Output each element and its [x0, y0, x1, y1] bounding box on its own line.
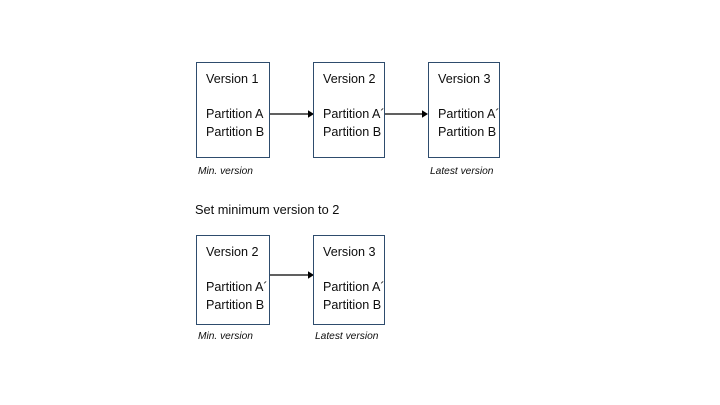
partition-line: Partition B: [206, 298, 265, 312]
version-box-v2-min: Version 2 Partition A´ Partition B: [196, 235, 270, 325]
arrow-v2-to-v3: [385, 107, 428, 121]
version-box-partitions: Partition A Partition B: [206, 105, 264, 141]
partition-line: Partition B: [206, 125, 265, 139]
caption-min-version: Min. version: [198, 331, 253, 342]
arrow-v2-to-v3-row2: [270, 268, 314, 282]
version-box-title: Version 3: [323, 245, 376, 259]
caption-latest-version: Latest version: [430, 166, 494, 177]
version-box-title: Version 3: [438, 72, 491, 86]
version-box-v1: Version 1 Partition A Partition B: [196, 62, 270, 158]
partition-line: Partition A´: [323, 107, 385, 121]
version-box-v3: Version 3 Partition A´ Partition B: [428, 62, 500, 158]
partition-line: Partition B: [323, 125, 382, 139]
partition-line: Partition A´: [323, 280, 385, 294]
partition-line: Partition A´: [206, 280, 268, 294]
version-box-v3-latest: Version 3 Partition A´ Partition B: [313, 235, 385, 325]
version-box-v2: Version 2 Partition A´ Partition B: [313, 62, 385, 158]
section-heading: Set minimum version to 2: [195, 202, 340, 217]
version-box-title: Version 1: [206, 72, 259, 86]
version-box-title: Version 2: [206, 245, 259, 259]
version-box-title: Version 2: [323, 72, 376, 86]
partition-line: Partition B: [438, 125, 497, 139]
caption-min-version: Min. version: [198, 166, 253, 177]
arrow-v1-to-v2: [270, 107, 314, 121]
version-box-partitions: Partition A´ Partition B: [323, 278, 385, 314]
partition-line: Partition A´: [438, 107, 500, 121]
partition-line: Partition B: [323, 298, 382, 312]
version-box-partitions: Partition A´ Partition B: [438, 105, 500, 141]
caption-latest-version: Latest version: [315, 331, 379, 342]
version-box-partitions: Partition A´ Partition B: [323, 105, 385, 141]
version-box-partitions: Partition A´ Partition B: [206, 278, 268, 314]
partition-line: Partition A: [206, 107, 264, 121]
